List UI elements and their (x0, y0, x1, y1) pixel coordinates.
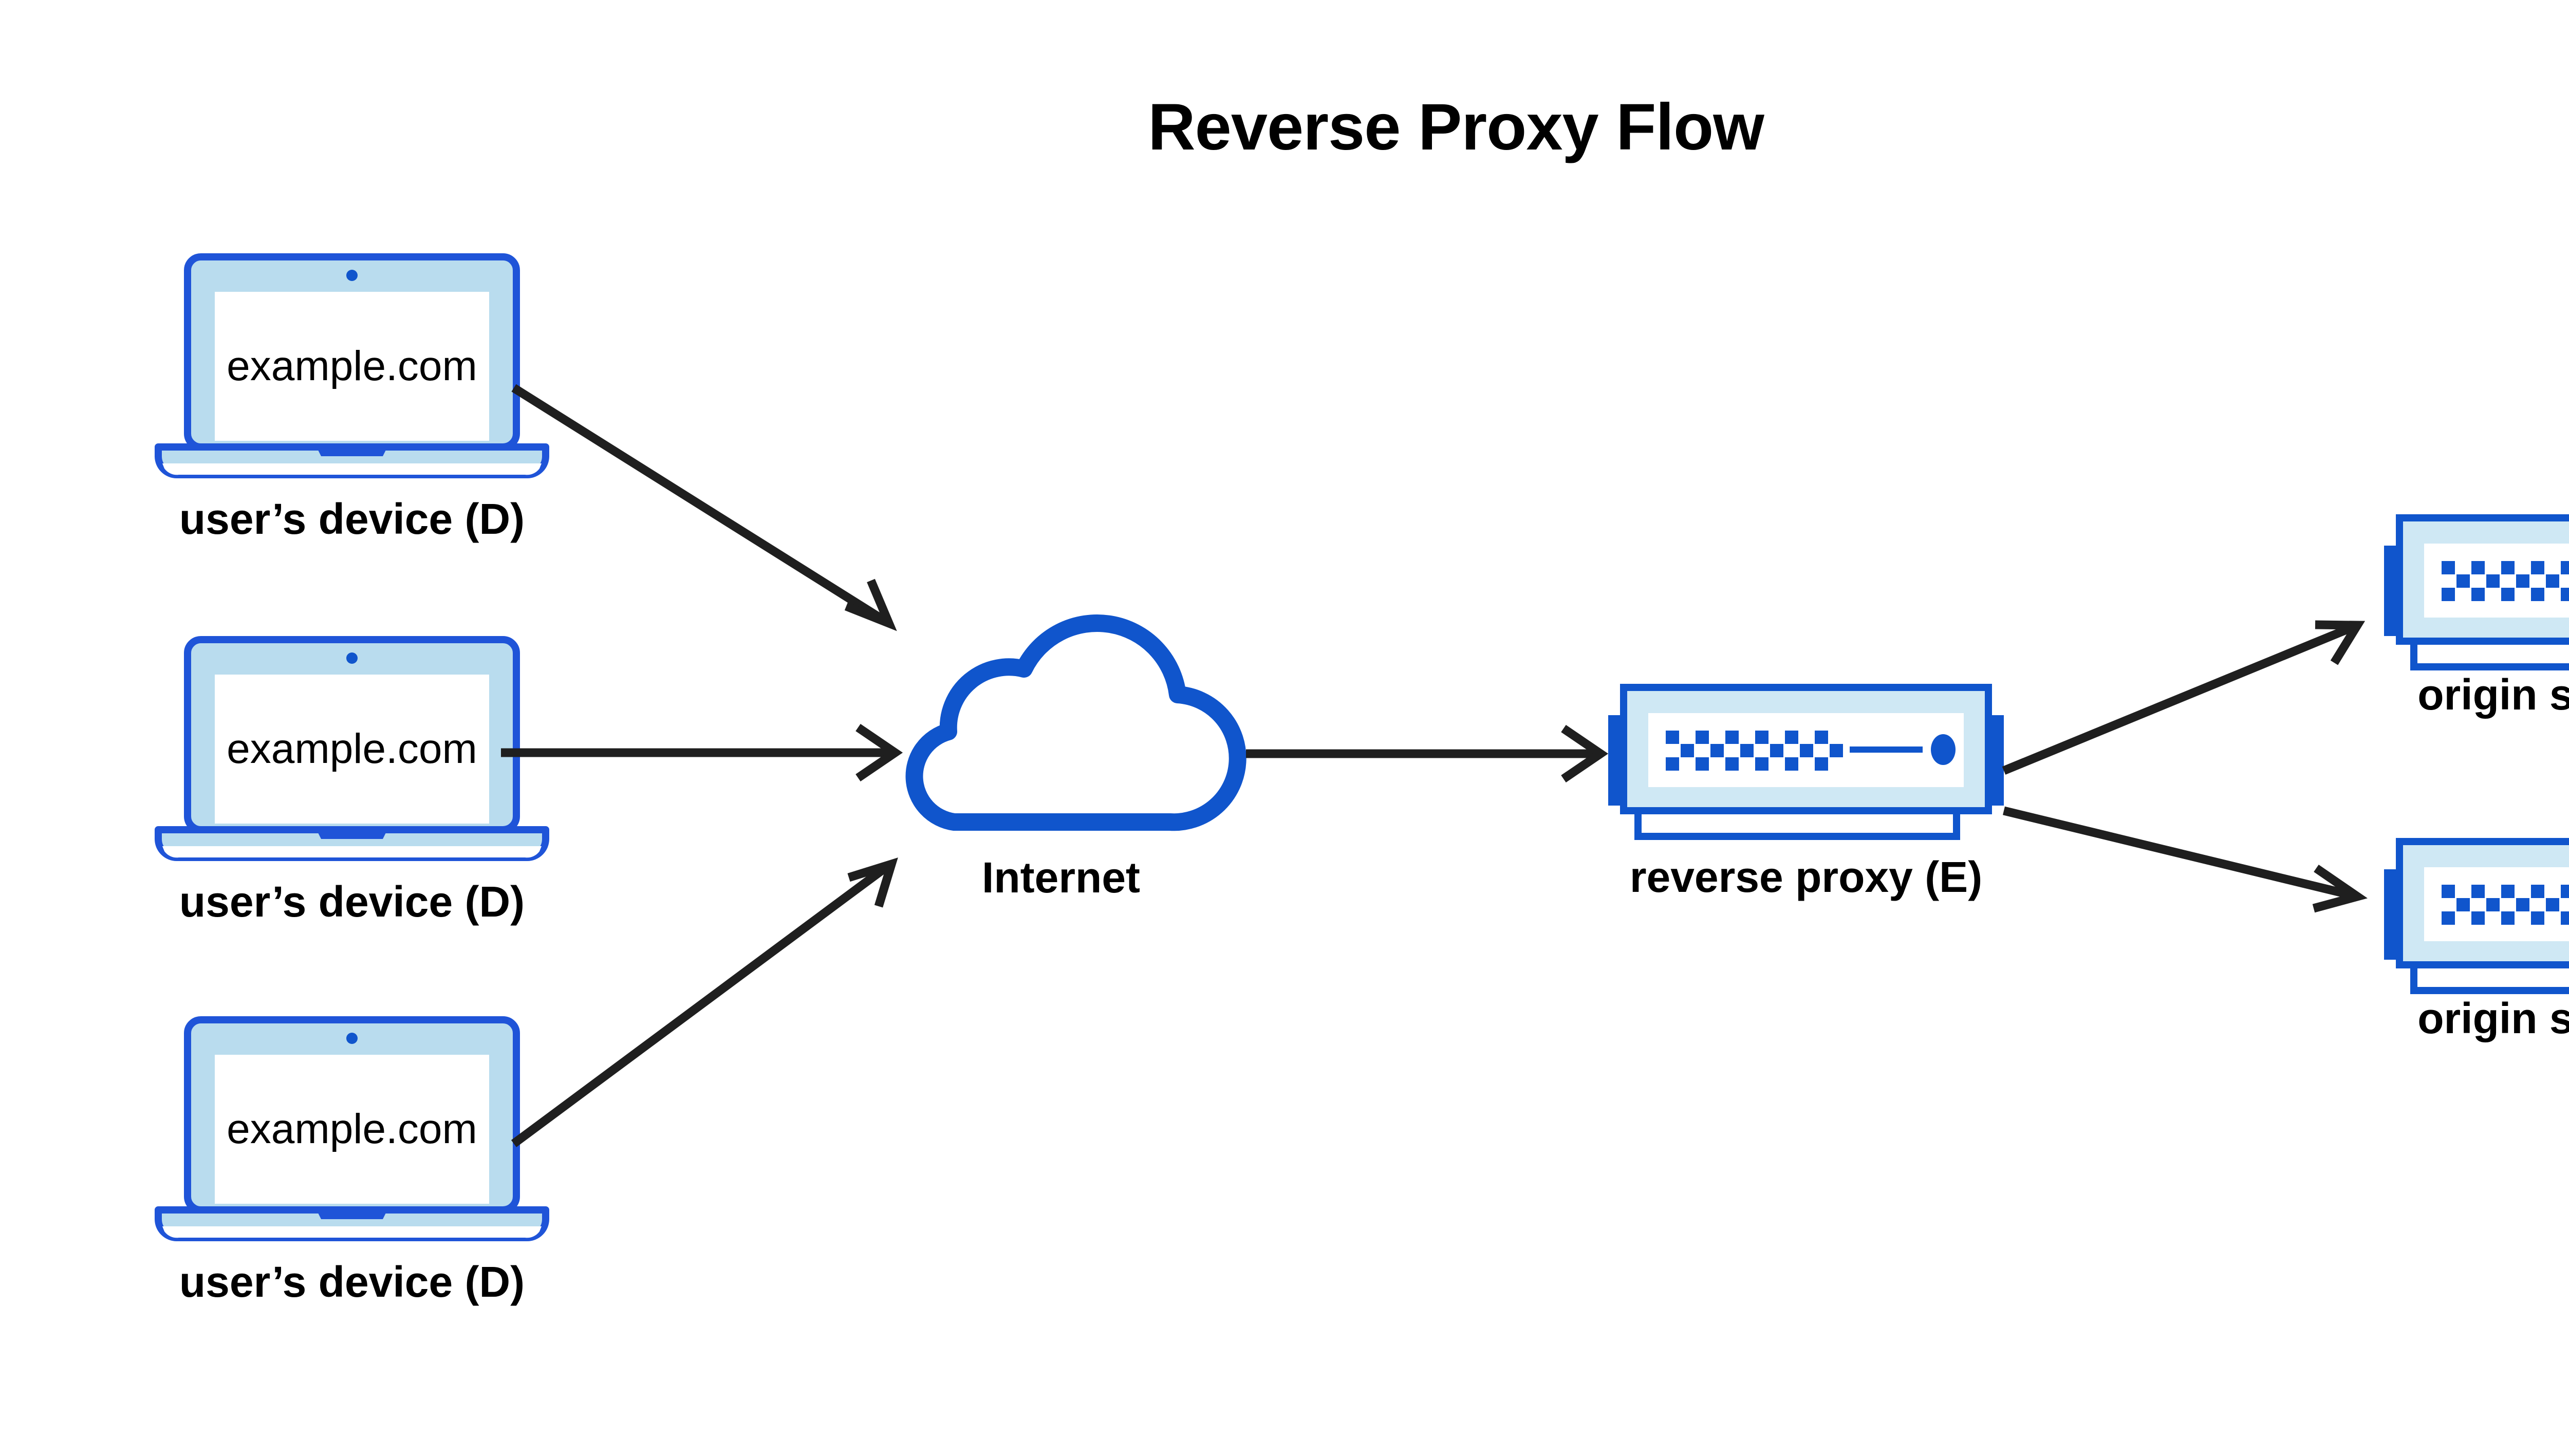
laptop-screen-text-client-2: example.com (227, 725, 477, 772)
server-icon-origin-1 (2384, 518, 2569, 667)
node-label-client-2: user’s device (D) (179, 878, 525, 926)
arrow-internet-to-proxy (1246, 724, 1609, 783)
arrow-client2-to-internet (501, 723, 903, 782)
laptop-screen-text-client-1: example.com (227, 343, 477, 389)
node-label-client-3: user’s device (D) (179, 1258, 525, 1306)
laptop-screen-text-client-3: example.com (227, 1106, 477, 1152)
node-label-origin-1: origin server (F) (2417, 670, 2569, 719)
node-label-origin-2: origin server (F) (2417, 994, 2569, 1042)
arrow-proxy-to-origin1 (2002, 620, 2366, 775)
arrow-client1-to-internet (511, 384, 897, 631)
node-label-reverse-proxy: reverse proxy (E) (1629, 853, 1983, 901)
arrow-proxy-to-origin2 (2002, 806, 2368, 913)
page-title: Reverse Proxy Flow (1148, 90, 1764, 164)
server-icon-reverse-proxy (1608, 687, 2004, 836)
cloud-icon-internet (905, 614, 1246, 831)
node-label-internet: Internet (981, 853, 1141, 902)
server-icon-origin-2 (2384, 842, 2569, 991)
arrow-client3-to-internet (511, 857, 898, 1147)
node-label-client-1: user’s device (D) (179, 495, 525, 543)
